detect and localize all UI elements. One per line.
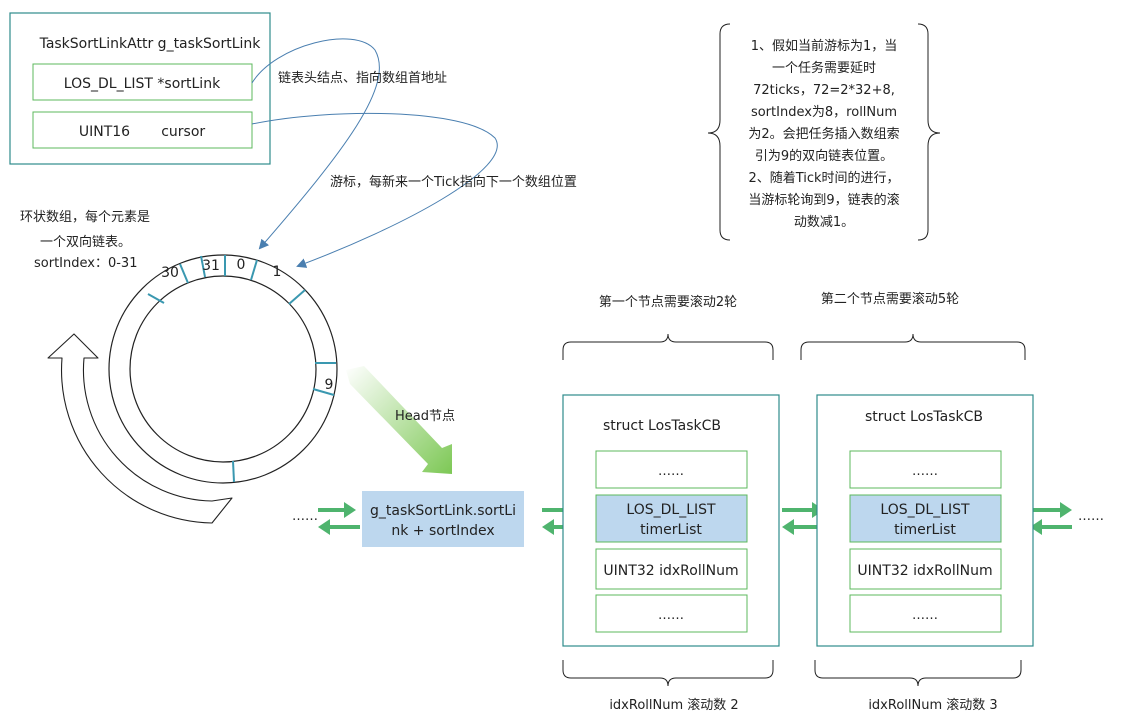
cursor-field: UINT16 cursor <box>79 124 206 140</box>
task2-list-line2: timerList <box>894 522 956 538</box>
task1-roll-field: UINT32 idxRollNum <box>603 563 738 579</box>
note-line: 1、假如当前游标为1，当 <box>751 38 898 54</box>
struct-title: TaskSortLinkAttr g_taskSortLink <box>39 36 262 52</box>
note-right-brace <box>917 23 941 241</box>
note-line: 动数减1。 <box>794 215 854 230</box>
task2-top-label: 第二个节点需要滚动5轮 <box>821 291 959 307</box>
task1-top-brace <box>562 333 774 360</box>
sortlink-field: LOS_DL_LIST *sortLink <box>64 76 221 92</box>
ring-array: 30 31 0 1 9 <box>108 254 338 484</box>
head-node-arrow <box>346 366 452 474</box>
task-node-2: 第二个节点需要滚动5轮 struct LosTaskCB …… LOS_DL_L… <box>800 291 1034 713</box>
task1-dots-top: …… <box>658 464 684 479</box>
ring-desc-line1: 环状数组，每个元素是 <box>20 209 150 225</box>
task1-bottom-label: idxRollNum 滚动数 2 <box>609 697 738 713</box>
task2-dots-top: …… <box>912 464 938 479</box>
task2-list-line1: LOS_DL_LIST <box>880 502 970 518</box>
task1-list-line2: timerList <box>640 522 702 538</box>
task1-title: struct LosTaskCB <box>603 418 721 434</box>
rotation-arrow <box>47 333 233 524</box>
note-line: 引为9的双向链表位置。 <box>755 148 893 164</box>
task2-bottom-label: idxRollNum 滚动数 3 <box>868 697 997 713</box>
head-pointer-arrow <box>251 38 380 250</box>
note-line: 72ticks，72=2*32+8, <box>753 83 895 98</box>
head-node-label: Head节点 <box>395 409 455 424</box>
task2-title: struct LosTaskCB <box>865 409 983 425</box>
cursor-label: 游标，每新来一个Tick指向下一个数组位置 <box>330 174 577 190</box>
ring-slot-dividers <box>147 255 336 483</box>
task1-top-label: 第一个节点需要滚动2轮 <box>599 294 737 310</box>
ring-slot-1: 1 <box>273 264 282 280</box>
task1-dots-bottom: …… <box>658 608 684 623</box>
note-line: 一个任务需要延时 <box>772 60 876 76</box>
ring-slot-30: 30 <box>161 265 179 281</box>
task2-top-brace <box>800 333 1026 360</box>
ring-desc-line3: sortIndex：0-31 <box>34 256 137 271</box>
double-arrow-left <box>318 502 360 535</box>
sortlink-attr-struct: TaskSortLinkAttr g_taskSortLink LOS_DL_L… <box>9 12 271 165</box>
head-pointer-label: 链表头结点、指向数组首地址 <box>278 70 447 86</box>
task1-bottom-brace <box>562 660 774 687</box>
ring-slot-9: 9 <box>325 377 334 393</box>
task2-dots-bottom: …… <box>912 608 938 623</box>
note-line: 当游标轮询到9，链表的滚 <box>748 192 899 208</box>
ring-slot-31: 31 <box>202 258 220 274</box>
ellipsis-right: …… <box>1078 509 1104 524</box>
head-box: g_taskSortLink.sortLi nk + sortIndex <box>362 491 524 547</box>
task-node-1: 第一个节点需要滚动2轮 struct LosTaskCB …… LOS_DL_L… <box>562 294 780 713</box>
double-arrow-right <box>1030 502 1072 535</box>
ring-desc-line2: 一个双向链表。 <box>40 234 131 250</box>
cursor-pointer-arrow <box>251 112 498 268</box>
task2-bottom-brace <box>814 660 1022 687</box>
note-line: 2、随着Tick时间的进行， <box>748 170 899 186</box>
task1-list-line1: LOS_DL_LIST <box>626 502 716 518</box>
task2-roll-field: UINT32 idxRollNum <box>857 563 992 579</box>
ring-slot-0: 0 <box>237 257 246 273</box>
head-box-line1: g_taskSortLink.sortLi <box>370 503 516 519</box>
note-left-brace <box>707 23 731 241</box>
head-box-line2: nk + sortIndex <box>391 523 494 539</box>
ellipsis-left: …… <box>292 509 318 524</box>
note-line: sortIndex为8，rollNum <box>751 105 897 120</box>
note-line: 为2。会把任务插入数组索 <box>748 126 899 142</box>
